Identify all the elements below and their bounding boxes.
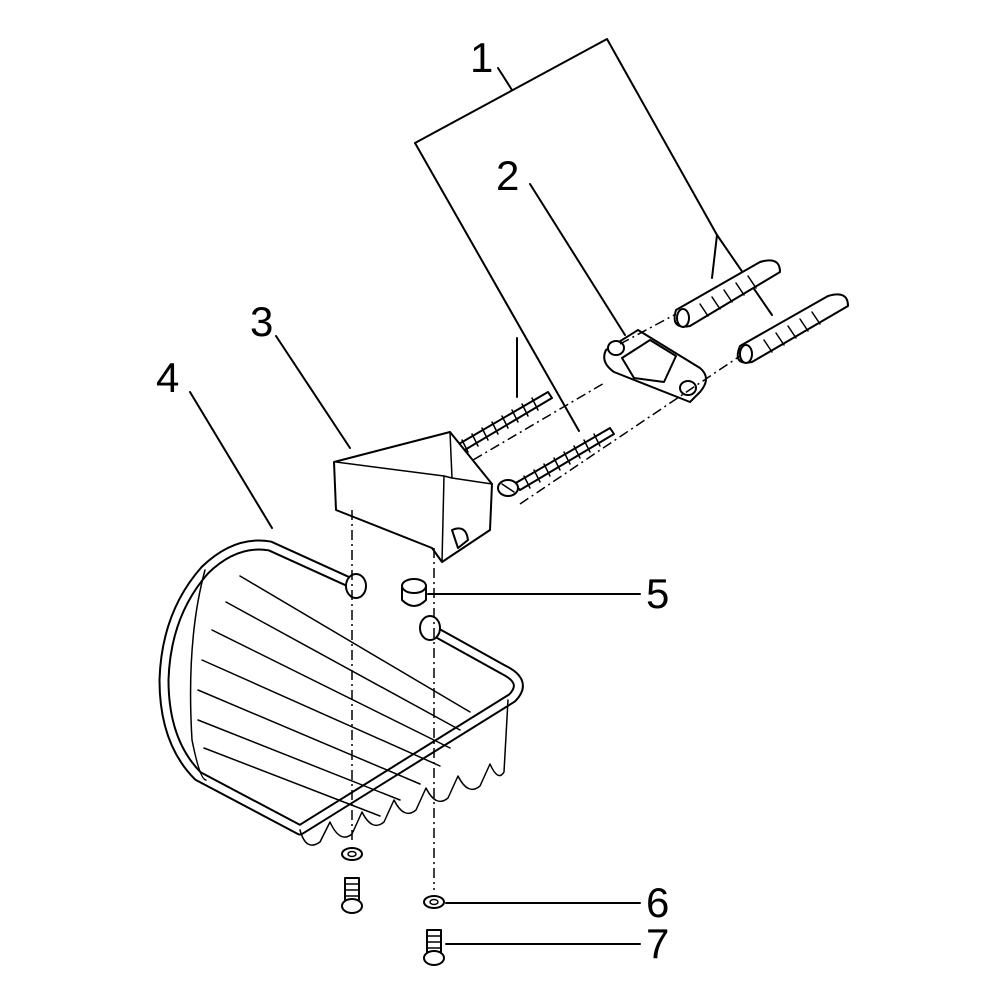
assembly-centerlines-vertical bbox=[351, 510, 435, 890]
washer-left bbox=[341, 847, 363, 861]
callout-5: 5 bbox=[646, 570, 669, 617]
wall-plug-upper bbox=[673, 259, 781, 328]
machine-screw-right bbox=[423, 929, 445, 966]
assembly-centerlines-upper bbox=[455, 313, 741, 505]
wall-bracket bbox=[603, 329, 707, 403]
rubber-spacer bbox=[401, 578, 427, 607]
machine-screw-left bbox=[341, 877, 363, 914]
callout-1: 1 bbox=[470, 34, 493, 81]
callout-3: 3 bbox=[250, 298, 273, 345]
wall-plug-lower bbox=[736, 293, 849, 364]
callout-6: 6 bbox=[646, 879, 669, 926]
wood-screw-lower bbox=[497, 427, 615, 497]
callout-1-leaders bbox=[414, 38, 773, 432]
callout-2: 2 bbox=[496, 152, 519, 199]
callout-4: 4 bbox=[156, 354, 179, 401]
wire-basket bbox=[158, 539, 524, 846]
callout-leaders bbox=[189, 183, 641, 945]
callout-7: 7 bbox=[646, 920, 669, 967]
washer-right bbox=[423, 895, 445, 909]
